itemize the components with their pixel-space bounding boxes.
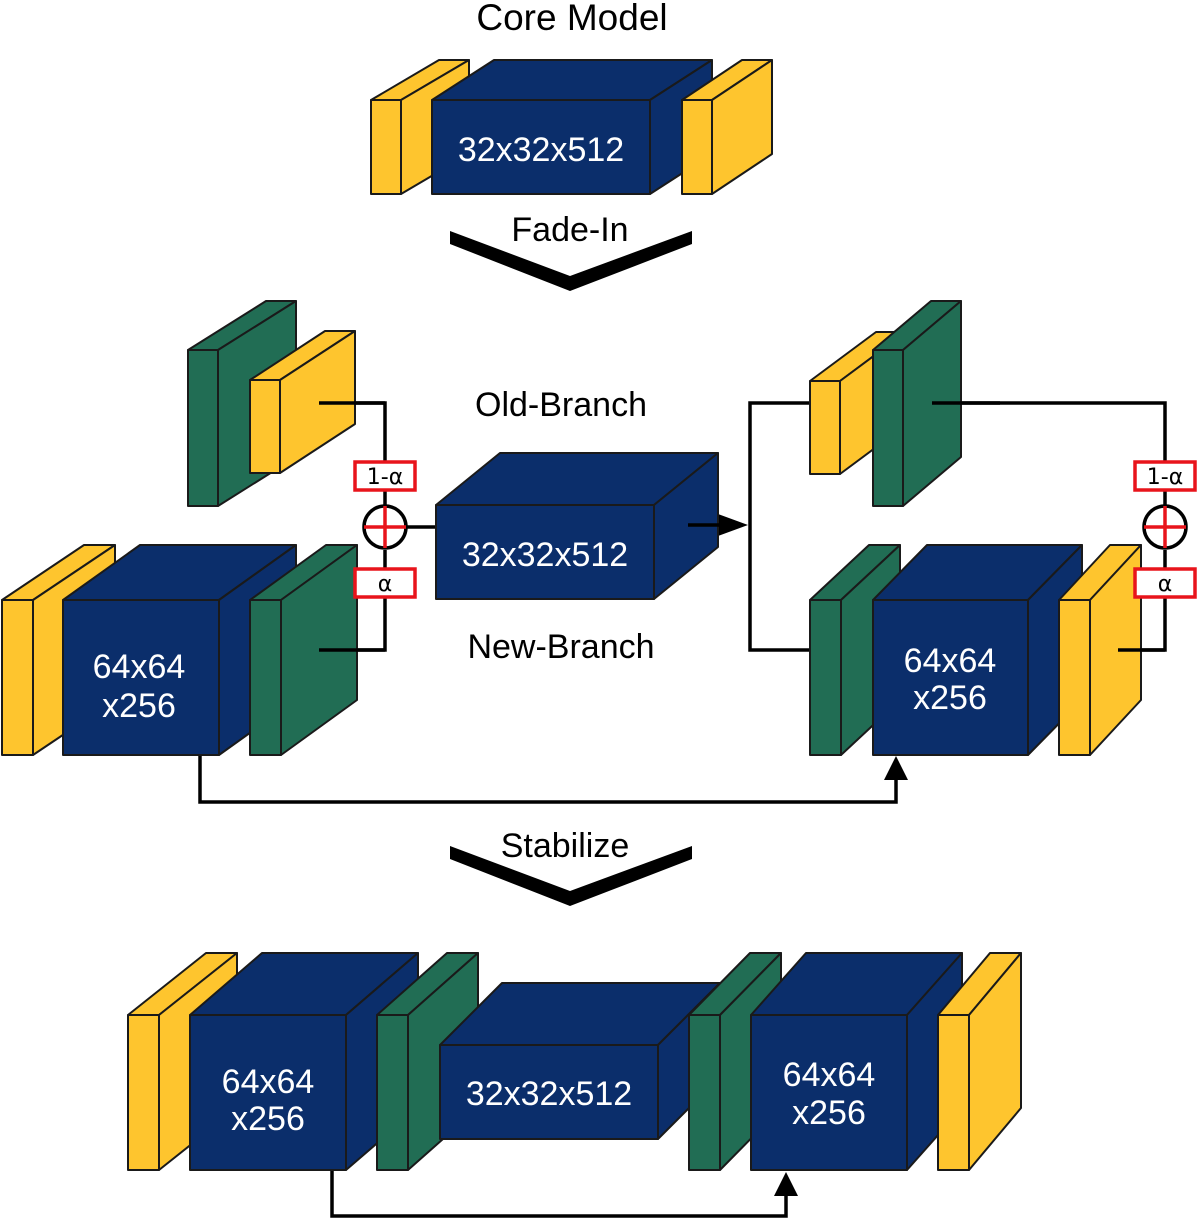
fade-skip-arrow-icon [884,756,908,780]
right-old-weight-label: 1-α [1147,465,1183,490]
core-model-title: Core Model [476,0,667,38]
stab-center-feature-block-front-face [439,1044,659,1140]
left-old-weight-label: 1-α [367,465,403,490]
core-dim-label: 32x32x512 [458,131,624,169]
right-new-weight-box [1133,567,1197,599]
fade-right-green-block-front-face [809,599,842,756]
right-old-weight-box [1133,460,1197,492]
stabilize-chevron-icon [450,846,692,906]
fade-left-yellow-block-front-face [1,599,34,756]
core-rgb-in-block-front-face [370,99,402,195]
fade-center: 32x32x512 [435,452,722,600]
right-old-branch-line [932,401,1167,462]
stab-left-yellow-block-front-face [127,1014,160,1171]
fade-left-old-branch [187,300,385,507]
fade-right-feature-block-front-face [872,599,1029,756]
stab-right-dim-line2: x256 [792,1094,866,1132]
core-rgb-out-block [681,59,773,195]
right-blend: 1-α α [1133,460,1197,599]
fade-in-label: Fade-In [511,211,628,249]
fade-left-old-yellow-block-front-face [249,379,281,474]
fade-right-old-green-block-front-face [872,349,904,507]
fade-right-yellow-block [1058,544,1142,756]
fade-right-dim-line1: 64x64 [904,642,997,680]
stab-skip-arrow-icon [774,1172,798,1196]
center-arrow-icon [718,514,748,536]
stab-right-feature-block-front-face [750,1014,908,1171]
fade-left-feature-block [62,544,297,756]
new-branch-label: New-Branch [467,628,654,666]
stab-left-feature-block-front-face [189,1014,347,1171]
stab-center-feature-block [439,982,721,1140]
stab-skip-connection-line [330,1170,788,1218]
left-new-weight-box [353,567,417,599]
core-feature-block [431,59,713,195]
fade-in-chevron-icon [450,231,692,291]
left-old-weight-box [353,460,417,492]
stab-left-green-block-front-face [376,1014,409,1171]
fade-right-dim-line2: x256 [913,679,987,717]
fade-left-feature-block-front-face [62,599,220,756]
fade-center-dim-label: 32x32x512 [462,536,628,574]
fade-center-feature-block [435,452,719,600]
fade-right-old-yellow-block-front-face [809,380,841,475]
left-new-weight-label: α [378,572,393,597]
stab-left-dim-line2: x256 [231,1100,305,1138]
fade-left-green-block-front-face [249,599,282,756]
old-branch-label: Old-Branch [475,386,647,424]
left-blend: 1-α α [353,460,417,599]
core-feature-block-front-face [431,99,651,195]
fade-left-old-yellow-block [249,330,356,474]
fade-left-old-green-block-front-face [187,349,219,507]
stab-left-dim-line1: 64x64 [222,1063,315,1101]
fade-skip-connection-line [198,755,898,804]
fade-left-dim-line2: x256 [102,687,176,725]
stab-right-dim-line1: 64x64 [783,1056,876,1094]
fade-center-feature-block-front-face [435,504,655,600]
core-model: 32x32x512 [370,59,773,195]
fade-right-old-branch [809,300,1000,507]
stab-right-yellow-block [937,952,1022,1171]
stab-center-dim-label: 32x32x512 [466,1075,632,1113]
stab-right-yellow-block-front-face [937,1014,970,1171]
core-rgb-out-block-front-face [681,99,713,195]
stabilize-label: Stabilize [501,827,630,865]
stab-right-green-block-front-face [688,1014,721,1171]
fade-right-yellow-block-front-face [1058,599,1091,756]
split-line [748,401,812,652]
fade-right-feature-block [872,544,1083,756]
fade-left-dim-line1: 64x64 [93,648,186,686]
right-new-weight-label: α [1158,572,1173,597]
